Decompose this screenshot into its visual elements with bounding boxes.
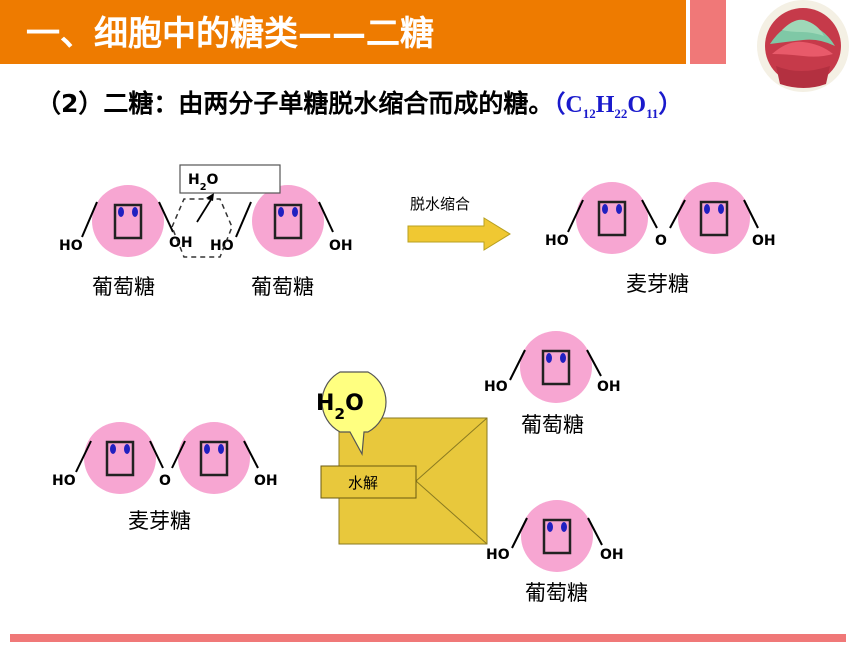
hydrolysis-label: 水解 [348, 474, 378, 492]
hydroxyl-label: HO [484, 379, 508, 395]
formula-paren-close: ） [658, 92, 683, 118]
formula-c: C [565, 92, 583, 118]
maltose-product: HO O OH [545, 180, 776, 256]
hydroxyl-label: HO [486, 547, 510, 563]
water-leave-arrow [196, 197, 213, 223]
hydroxyl-right-label: OH [752, 233, 776, 249]
glucose-product-bottom: HO OH [486, 498, 624, 574]
water-removal-hexagon [171, 198, 233, 258]
water-box [179, 164, 281, 194]
formula-h: H [595, 92, 615, 118]
dehydration-arrow [407, 217, 511, 251]
title-accent-block [690, 0, 726, 64]
formula-h-count: 22 [614, 105, 628, 121]
formula: （C12H22O11） [553, 92, 683, 121]
bridge-oxygen-label: O [655, 233, 667, 249]
subtitle-text: （2）二糖：由两分子单糖脱水缩合而成的糖。 [36, 89, 554, 118]
water-bubble [321, 371, 387, 457]
hydrolysis-arrow-up [415, 417, 488, 482]
title-bar [0, 0, 686, 64]
cupcake-image [746, 0, 860, 96]
hydroxyl-label: HO [52, 473, 76, 489]
formula-o-count: 11 [646, 105, 659, 121]
formula-o: O [627, 92, 647, 118]
maltose-reactant: HO O OH [52, 420, 278, 496]
hydroxyl-right-label: OH [254, 473, 278, 489]
hydroxyl-right-label: OH [600, 547, 624, 563]
formula-c-count: 12 [582, 105, 596, 121]
formula-paren-open: （ [553, 92, 566, 118]
water-bubble-text: H2O [316, 391, 364, 423]
bridge-oxygen-label: O [159, 473, 171, 489]
hydroxyl-label: HO [210, 238, 234, 254]
subtitle: （2）二糖：由两分子单糖脱水缩合而成的糖。（C12H22O11） [36, 84, 682, 122]
hydroxyl-label: HO [59, 238, 83, 254]
glucose-product-top: HO OH [484, 329, 621, 405]
hydrolysis-label-box [320, 465, 417, 499]
hydroxyl-right-label: OH [597, 379, 621, 395]
bottom-bar [10, 634, 846, 642]
maltose-name-bottom: 麦芽糖 [128, 509, 191, 533]
glucose-name-top: 葡萄糖 [521, 413, 584, 437]
water-box-text: H2O [188, 172, 219, 193]
hydroxyl-right-label: OH [169, 235, 193, 251]
glucose-name-bottom: 葡萄糖 [525, 581, 588, 605]
glucose-name-left: 葡萄糖 [92, 275, 155, 299]
glucose-name-right: 葡萄糖 [251, 275, 314, 299]
hydroxyl-label: HO [545, 233, 569, 249]
glucose-right: HO OH [210, 183, 353, 259]
dehydration-label: 脱水缩合 [410, 195, 470, 213]
water-leave-arrowhead [206, 193, 214, 201]
page-title: 一、细胞中的糖类——二糖 [26, 14, 434, 54]
hydroxyl-right-label: OH [329, 238, 353, 254]
glucose-left: HO OH [59, 183, 193, 259]
hydrolysis-arrow-down [415, 480, 488, 545]
maltose-name-top: 麦芽糖 [626, 272, 689, 296]
